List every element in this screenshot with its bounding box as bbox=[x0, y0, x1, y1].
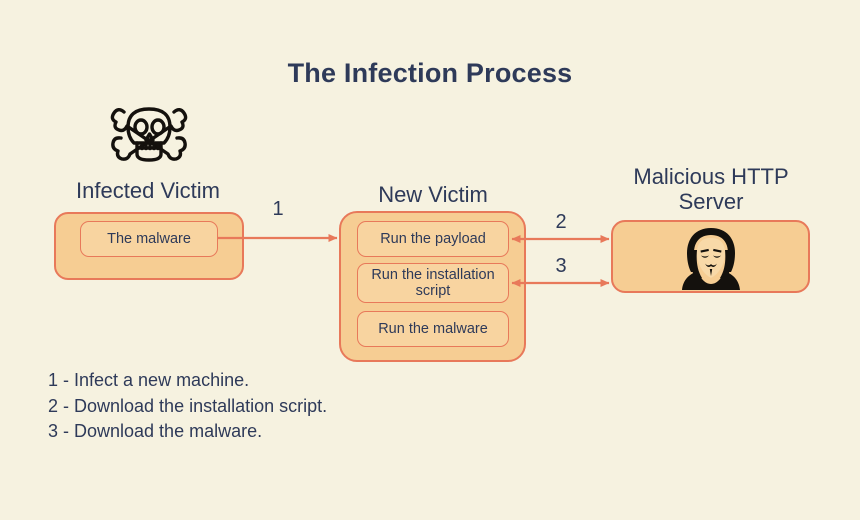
legend-item-1: 1 - Infect a new machine. bbox=[48, 370, 250, 390]
legend: 1 - Infect a new machine. 2 - Download t… bbox=[48, 368, 327, 445]
page-title: The Infection Process bbox=[287, 58, 573, 88]
arrow-3-number: 3 bbox=[555, 255, 567, 277]
skull-and-crossbones-icon bbox=[110, 94, 188, 170]
run-the-installation-script-item: Run the installation script bbox=[357, 263, 509, 303]
run-the-malware-item: Run the malware bbox=[357, 311, 509, 347]
the-malware-item: The malware bbox=[80, 221, 218, 257]
malicious-server-label: Malicious HTTP Server bbox=[633, 164, 789, 214]
anonymous-hacker-mask-icon bbox=[678, 228, 744, 290]
arrow-1-number: 1 bbox=[272, 198, 284, 220]
infected-victim-label: Infected Victim bbox=[76, 178, 220, 203]
run-the-payload-item: Run the payload bbox=[357, 221, 509, 257]
arrow-2-number: 2 bbox=[555, 211, 567, 233]
legend-item-3: 3 - Download the malware. bbox=[48, 421, 263, 441]
new-victim-label: New Victim bbox=[378, 182, 488, 207]
legend-item-2: 2 - Download the installation script. bbox=[48, 395, 328, 416]
